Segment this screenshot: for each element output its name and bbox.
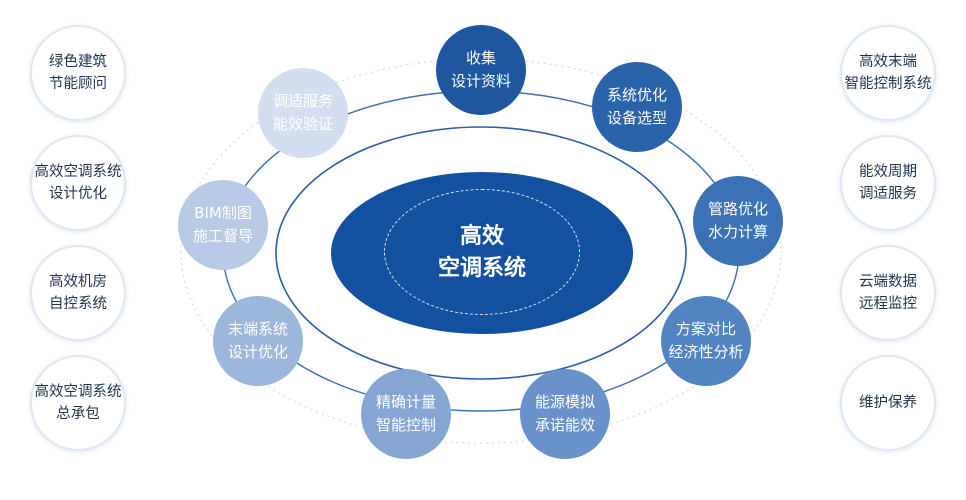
center-label: 高效 空调系统: [437, 224, 526, 281]
orbit-node-label: 收集 设计资料: [450, 49, 511, 90]
side-item-cloud-monitoring: 云端数据 远程监控: [840, 245, 936, 341]
side-item-terminal-smart-control: 高效末端 智能控制系统: [840, 25, 936, 121]
side-item-label: 维护保养: [859, 395, 917, 411]
outer-dotted-ring: [180, 58, 782, 444]
side-item-label: 高效末端 智能控制系统: [844, 54, 932, 92]
orbit-node-metering-control: 精确计量 智能控制: [361, 369, 451, 459]
orbit-node-energy-simulation: 能源模拟 承诺能效: [520, 369, 610, 459]
side-item-label: 云端数据 远程监控: [859, 274, 917, 312]
orbit-node-equipment-selection: 系统优化 设备选型: [592, 62, 682, 152]
orbit-node-label: 能源模拟 承诺能效: [534, 393, 595, 434]
side-item-label: 能效周期 调适服务: [859, 164, 917, 202]
side-item-hvac-general-contract: 高效空调系统 总承包: [30, 355, 126, 451]
orbit-node-label: 系统优化 设备选型: [606, 86, 667, 127]
orbit-node-label: BIM制图 施工督导: [192, 204, 253, 245]
orbit-node-label: 末端系统 设计优化: [227, 320, 288, 361]
orbit-node-label: 精确计量 智能控制: [375, 393, 436, 434]
orbit-node-label: 调适服务 能效验证: [272, 92, 333, 133]
side-item-label: 高效机房 自控系统: [49, 274, 107, 312]
orbit-node-bim-supervision: BIM制图 施工督导: [178, 180, 268, 270]
orbit-node-label: 方案对比 经济性分析: [668, 320, 744, 361]
orbit-node-label: 管路优化 水力计算: [707, 200, 768, 241]
side-item-hvac-design-optimization: 高效空调系统 设计优化: [30, 135, 126, 231]
side-item-label: 高效空调系统 设计优化: [34, 164, 122, 202]
side-item-label: 高效空调系统 总承包: [34, 384, 122, 422]
inner-ring: [275, 126, 687, 380]
orbit-node-commissioning-verification: 调适服务 能效验证: [258, 68, 348, 158]
orbit-node-collect-data: 收集 设计资料: [436, 25, 526, 115]
center-dashed-ring: [384, 189, 580, 315]
orbit-node-hydraulic-calc: 管路优化 水力计算: [693, 176, 783, 266]
orbit-node-terminal-design: 末端系统 设计优化: [213, 296, 303, 386]
orbit-node-economic-analysis: 方案对比 经济性分析: [661, 296, 751, 386]
side-item-label: 绿色建筑 节能顾问: [49, 54, 107, 92]
side-item-lifecycle-commissioning: 能效周期 调适服务: [840, 135, 936, 231]
side-item-machine-room-control: 高效机房 自控系统: [30, 245, 126, 341]
side-item-maintenance: 维护保养: [840, 355, 936, 451]
center-core: 高效 空调系统: [331, 172, 633, 334]
side-item-green-building: 绿色建筑 节能顾问: [30, 25, 126, 121]
